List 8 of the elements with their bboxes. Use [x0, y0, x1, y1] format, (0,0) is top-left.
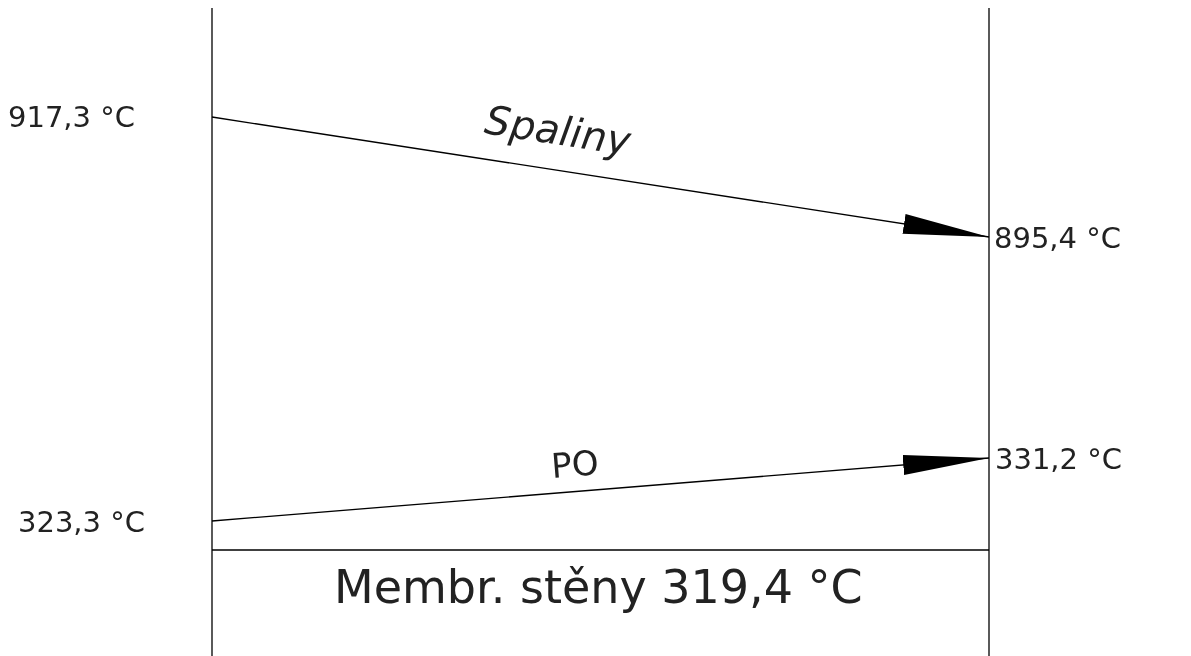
- temperature-label: 331,2 °C: [995, 442, 1122, 476]
- edge-label: Spaliny: [482, 96, 634, 165]
- arrow: [211, 116, 990, 238]
- temperature-label: 895,4 °C: [994, 221, 1121, 255]
- temperature-label: 323,3 °C: [18, 505, 145, 539]
- edge-label: PO: [549, 442, 601, 486]
- arrow: [211, 455, 990, 522]
- temperature-label: 917,3 °C: [8, 100, 135, 134]
